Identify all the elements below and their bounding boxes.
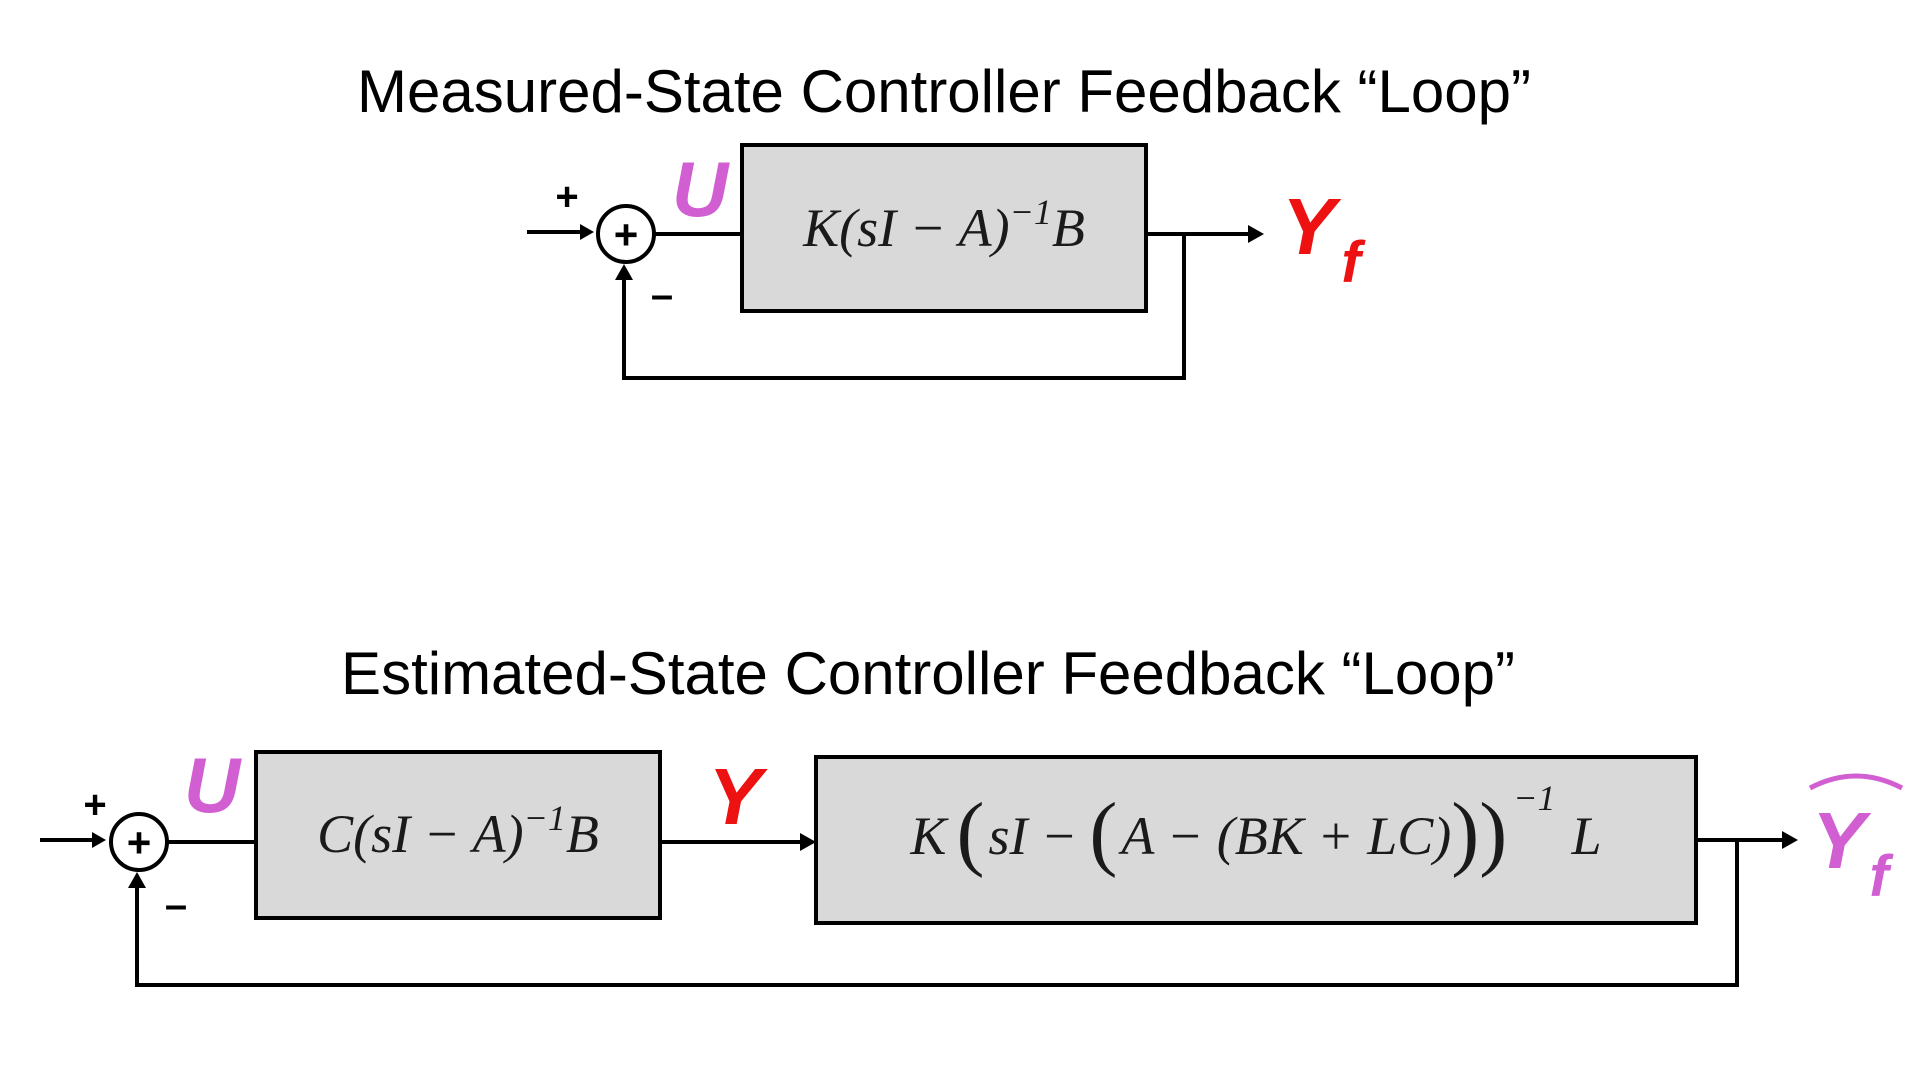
estimated-output-label: Yf (1808, 773, 1904, 909)
estimated-plant-expression: C(sI − A)−1B (317, 798, 599, 864)
measured-diagram-title: Measured-State Controller Feedback “Loop… (357, 58, 1531, 125)
measured-plant-expression: K(sI − A)−1B (802, 192, 1085, 258)
measured-input-plus-sign: + (555, 175, 578, 219)
measured-feedback-path (622, 234, 1186, 380)
measured-state-diagram: Measured-State Controller Feedback “Loop… (357, 58, 1531, 380)
measured-signal-u-label: U (672, 145, 730, 233)
estimated-observer-controller-expression: K(sI −(A − (BK + LC)))−1L (909, 778, 1601, 879)
estimated-y-arrowhead (800, 833, 816, 851)
measured-feedback-minus-sign: – (651, 273, 673, 317)
estimated-observer-controller-block (814, 755, 1698, 925)
measured-plant-block (740, 143, 1148, 313)
estimated-feedback-arrowhead (128, 872, 146, 888)
measured-input-arrowhead (580, 224, 594, 240)
estimated-signal-u-label: U (184, 741, 242, 829)
estimated-output-arrowhead (1782, 831, 1798, 849)
measured-summing-junction: + (596, 204, 656, 264)
estimated-summing-junction: + (109, 812, 169, 872)
estimated-feedback-minus-sign: – (165, 883, 187, 927)
estimated-feedback-path (135, 840, 1739, 987)
svg-text:Yf: Yf (1812, 796, 1894, 909)
measured-sum-symbol: + (614, 211, 639, 258)
estimated-input-plus-sign: + (83, 783, 106, 827)
estimated-input-arrowhead (92, 832, 106, 848)
estimated-state-diagram: Estimated-State Controller Feedback “Loo… (40, 640, 1904, 987)
estimated-plant-block (254, 750, 662, 920)
measured-feedback-arrowhead (615, 264, 633, 280)
estimated-diagram-title: Estimated-State Controller Feedback “Loo… (341, 640, 1515, 707)
measured-output-arrowhead (1248, 225, 1264, 243)
estimated-signal-y-label: Y (708, 752, 768, 841)
estimated-output-hat (1808, 773, 1904, 791)
estimated-sum-symbol: + (127, 819, 152, 866)
